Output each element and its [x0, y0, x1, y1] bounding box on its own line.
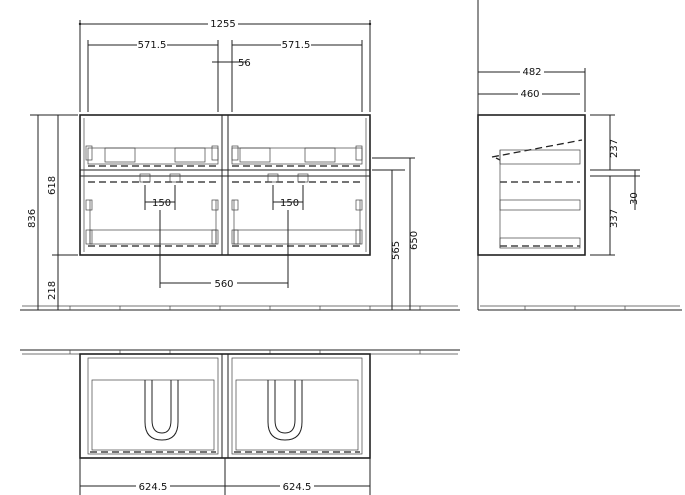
dim-leg-height: 218 — [47, 281, 58, 300]
dim-depth-top: 482 — [522, 67, 541, 78]
dim-basin-distance: 560 — [214, 279, 233, 290]
dim-plan-right: 624.5 — [283, 482, 312, 493]
dim-total-width: 1255 — [210, 19, 235, 30]
dim-drain-height: 565 — [391, 241, 402, 260]
dim-total-height: 836 — [27, 209, 38, 228]
side-view: 482 460 237 30 337 — [477, 0, 682, 311]
plan-view: 624.5 624.5 — [20, 349, 460, 495]
dim-half-width-left: 571.5 — [138, 40, 167, 51]
dim-plan-left: 624.5 — [139, 482, 168, 493]
front-view: 1255 571.5 571.5 56 836 618 218 150 150 — [20, 17, 460, 311]
dim-gap: 30 — [629, 192, 640, 205]
dim-half-width-right: 571.5 — [282, 40, 311, 51]
dim-upper-drawer: 237 — [609, 139, 620, 158]
dim-depth-body: 460 — [520, 89, 539, 100]
dim-center-gap: 56 — [238, 58, 251, 69]
dim-basin-spacing-right: 150 — [280, 198, 299, 209]
dim-lower-drawer: 337 — [609, 209, 620, 228]
dim-body-height: 618 — [47, 176, 58, 195]
dim-basin-spacing-left: 150 — [152, 198, 171, 209]
dim-top-height: 650 — [409, 231, 420, 250]
